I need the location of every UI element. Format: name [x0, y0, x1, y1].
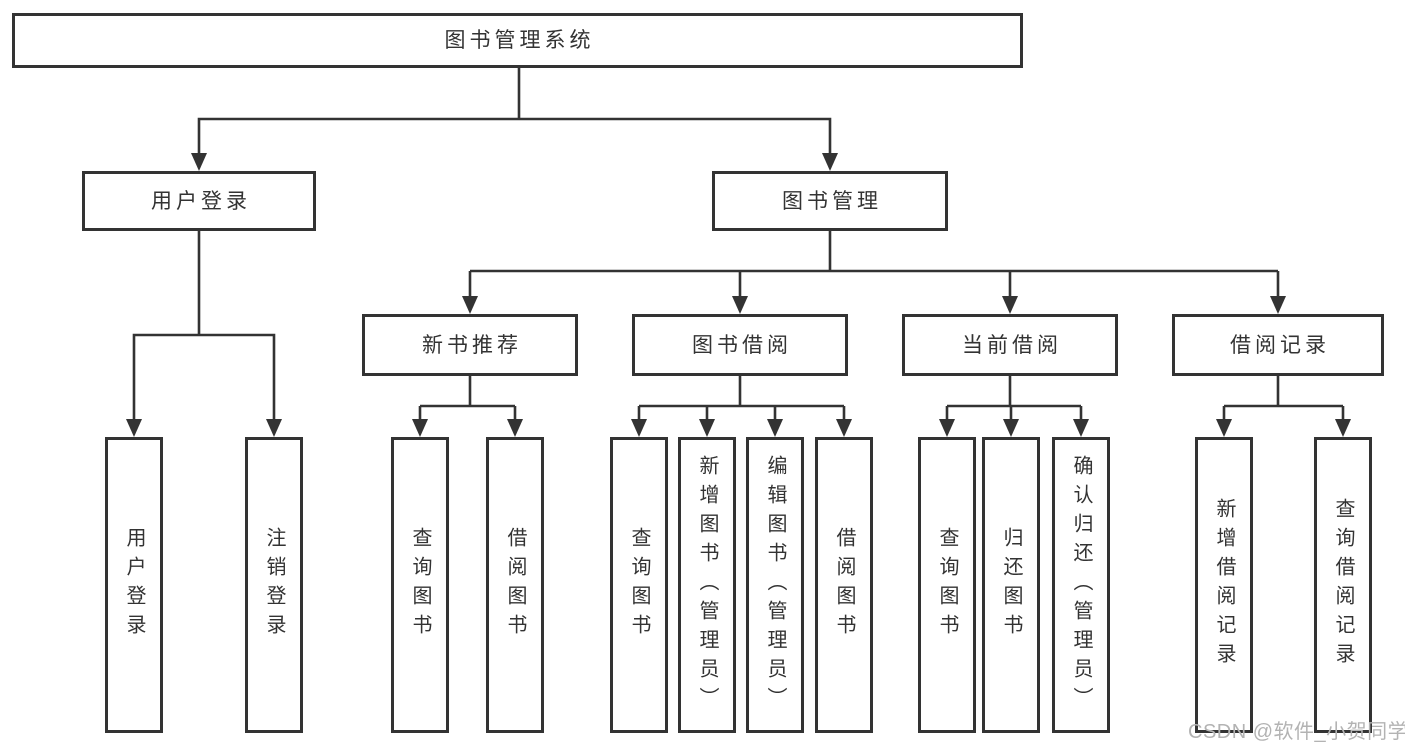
- leaf-borrow-books-1: 借阅图书: [486, 437, 544, 733]
- leaf-query-books-1: 查询图书: [391, 437, 449, 733]
- leaf-add-books-admin: 新增图书（管理员）: [678, 437, 736, 733]
- node-root: 图书管理系统: [12, 13, 1023, 68]
- leaf-edit-books-admin: 编辑图书（管理员）: [746, 437, 804, 733]
- connector-section-new-books: [412, 376, 523, 437]
- connector-section-borrow-records: [1216, 376, 1351, 437]
- watermark: CSDN @软件_小贺同学: [1188, 721, 1405, 743]
- node-user-login: 用户登录: [82, 171, 316, 231]
- connector-section-book-borrow: [631, 376, 852, 437]
- node-section-new-books: 新书推荐: [362, 314, 578, 376]
- leaf-query-borrow-record: 查询借阅记录: [1314, 437, 1372, 733]
- connector-section-current-borrow: [939, 376, 1089, 437]
- leaf-query-books-2: 查询图书: [610, 437, 668, 733]
- node-section-borrow-records: 借阅记录: [1172, 314, 1384, 376]
- leaf-return-books: 归还图书: [982, 437, 1040, 733]
- node-book-mgmt: 图书管理: [712, 171, 948, 231]
- leaf-add-borrow-record: 新增借阅记录: [1195, 437, 1253, 733]
- node-section-current-borrow: 当前借阅: [902, 314, 1118, 376]
- connector-root-to-level2: [191, 68, 838, 171]
- leaf-logout: 注销登录: [245, 437, 303, 733]
- connector-user-login-children: [126, 231, 282, 437]
- leaf-borrow-books-2: 借阅图书: [815, 437, 873, 733]
- node-section-book-borrow: 图书借阅: [632, 314, 848, 376]
- leaf-query-books-3: 查询图书: [918, 437, 976, 733]
- leaf-user-login: 用户登录: [105, 437, 163, 733]
- connector-book-mgmt-sections: [462, 231, 1286, 314]
- leaf-confirm-return-admin: 确认归还（管理员）: [1052, 437, 1110, 733]
